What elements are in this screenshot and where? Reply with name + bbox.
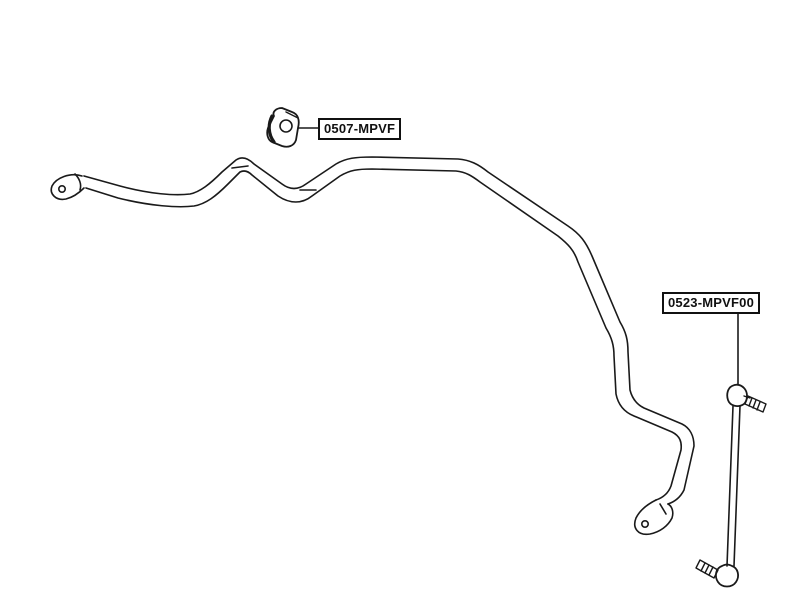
link-upper-stud [744, 395, 767, 413]
bushing-body [266, 107, 300, 148]
part-label-stabilizer-link: 0523-MPVF00 [662, 292, 761, 314]
stabilizer-bar-right-eye-hole [640, 519, 649, 528]
link-rod-left-edge [726, 405, 734, 567]
link-lower-joint [715, 563, 739, 588]
link-rod-right-edge [733, 405, 741, 567]
bushing-bore [279, 119, 293, 133]
link-upper-joint [726, 383, 748, 407]
stabilizer-bar-lower-edge [85, 168, 683, 501]
stabilizer-link-part [695, 383, 767, 588]
bushing-rim [267, 114, 276, 144]
stabilizer-bar-upper-edge [83, 156, 695, 505]
stabilizer-bar-left-eye [50, 173, 85, 201]
link-lower-stud [695, 559, 719, 579]
stabilizer-bar-right-eye [634, 499, 674, 536]
bushing-part [266, 107, 300, 148]
stabilizer-bar-left-eye-hole [57, 185, 66, 194]
part-label-bushing: 0507-MPVF [318, 118, 402, 140]
stabilizer-bar [50, 156, 695, 536]
